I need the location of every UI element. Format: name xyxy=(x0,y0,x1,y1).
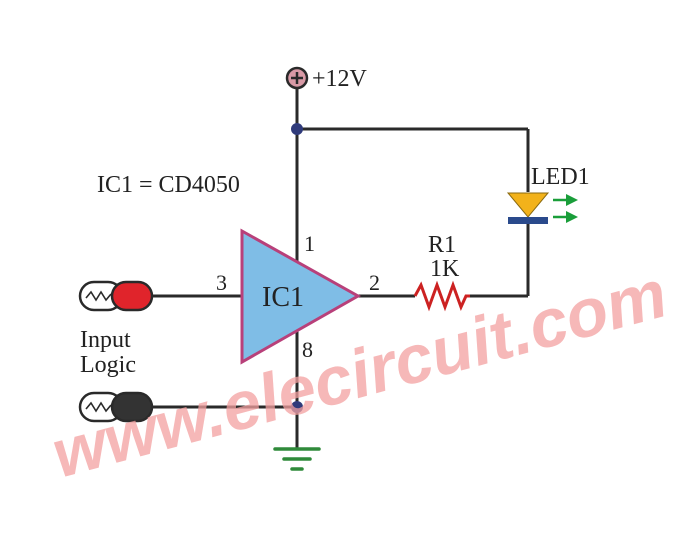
resistor-name: R1 xyxy=(428,232,456,258)
input-label: Input Logic xyxy=(80,327,136,378)
resistor-zigzag xyxy=(413,280,470,312)
probe-red-spring xyxy=(85,290,112,302)
wires xyxy=(152,88,530,448)
ic-label: IC1 xyxy=(262,282,304,313)
resistor-value: 1K xyxy=(430,256,460,282)
input-label-line2: Logic xyxy=(80,352,136,378)
pin-out-label: 2 xyxy=(369,270,380,295)
probe-black-spring xyxy=(85,401,112,413)
ic-buffer: IC1 1 3 2 8 xyxy=(216,228,380,365)
input-probe-black xyxy=(78,391,154,423)
pin-gnd-label: 8 xyxy=(302,337,313,362)
pin-in-label: 3 xyxy=(216,270,227,295)
ic-definition: IC1 = CD4050 xyxy=(97,172,240,198)
junction-top xyxy=(291,123,303,135)
ground-icon xyxy=(273,447,321,471)
supply-label: +12V xyxy=(312,66,368,92)
input-label-line1: Input xyxy=(80,327,131,353)
pin-vdd-label: 1 xyxy=(304,231,315,256)
supply-terminal: +12V xyxy=(285,66,368,92)
led-bar xyxy=(508,217,548,224)
input-probe-red xyxy=(78,280,154,312)
led-symbol: LED1 xyxy=(506,164,590,224)
buffer-triangle xyxy=(240,228,362,365)
resistor-symbol: R1 1K xyxy=(413,232,470,312)
light-arrow-icon xyxy=(553,194,578,223)
probe-black-tip xyxy=(110,391,154,423)
junction-bottom xyxy=(291,401,303,413)
led-label: LED1 xyxy=(531,164,590,190)
probe-red-tip xyxy=(110,280,154,312)
led-body xyxy=(506,192,550,218)
